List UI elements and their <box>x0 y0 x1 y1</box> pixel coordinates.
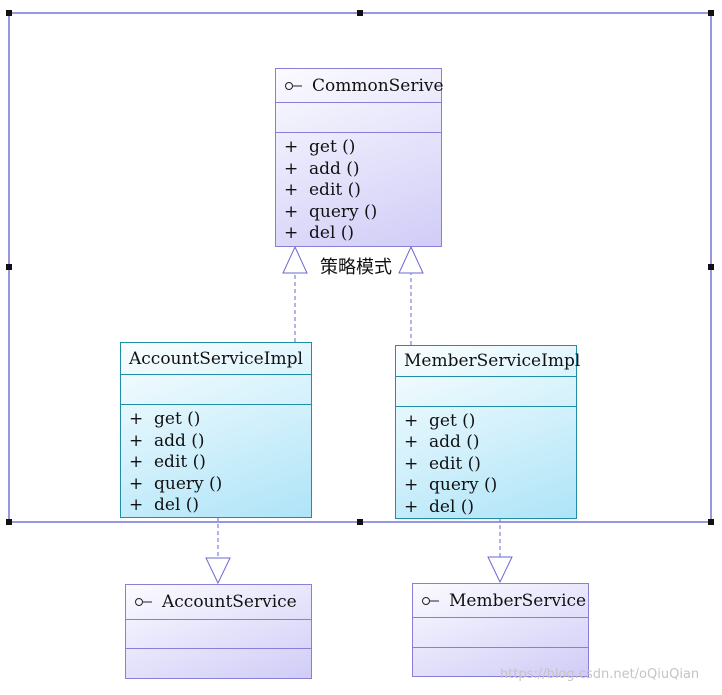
operation-get: +get () <box>129 409 201 429</box>
operation-del: +del () <box>129 495 200 515</box>
class-common-serive[interactable]: CommonSerive +get () +add () +edit () +q… <box>275 68 444 247</box>
operation-get: +get () <box>404 410 476 431</box>
class-header: AccountService <box>126 585 311 619</box>
handle-bottom-left[interactable] <box>6 519 12 525</box>
class-member-service-impl[interactable]: MemberServiceImpl +get () +add () +edit … <box>395 345 580 519</box>
watermark: https://blog.csdn.net/oQiuQian <box>500 667 700 682</box>
realization-arrow-member-to-common[interactable] <box>398 245 424 345</box>
class-name: AccountService <box>162 592 297 612</box>
realization-arrow-account-impl-to-account-service[interactable] <box>205 517 231 585</box>
operation-del: +del () <box>284 223 355 243</box>
operations-compartment: +get () +add () +edit () +query () +del … <box>121 404 311 517</box>
attributes-compartment <box>413 617 588 647</box>
operation-edit: +edit () <box>404 453 481 474</box>
operations-compartment <box>413 647 588 676</box>
operation-edit: +edit () <box>129 452 206 472</box>
handle-bottom-center[interactable] <box>357 519 363 525</box>
operation-get: +get () <box>284 137 356 157</box>
operations-compartment: +get () +add () +edit () +query () +del … <box>276 132 441 246</box>
interface-lollipop-icon <box>422 596 439 605</box>
operation-del: +del () <box>404 496 475 517</box>
handle-top-center[interactable] <box>357 10 363 16</box>
class-name: CommonSerive <box>312 75 444 96</box>
operation-query: +query () <box>404 475 498 495</box>
operation-add: +add () <box>284 158 360 179</box>
class-header: AccountServiceImpl <box>121 343 311 374</box>
interface-lollipop-icon <box>285 81 302 90</box>
class-header: MemberServiceImpl <box>396 346 580 376</box>
class-account-service[interactable]: AccountService <box>125 584 312 679</box>
operations-compartment: +get () +add () +edit () +query () +del … <box>396 405 576 519</box>
handle-middle-left[interactable] <box>6 264 12 270</box>
class-name: MemberServiceImpl <box>404 350 581 371</box>
handle-middle-right[interactable] <box>708 264 714 270</box>
class-header: MemberService <box>413 584 588 617</box>
operation-add: +add () <box>129 430 205 451</box>
operation-add: +add () <box>404 432 480 452</box>
interface-lollipop-icon <box>135 598 152 606</box>
operation-query: +query () <box>284 201 378 222</box>
class-member-service[interactable]: MemberService <box>412 583 589 677</box>
selection-handles[interactable] <box>6 10 714 525</box>
attributes-compartment <box>121 374 311 404</box>
operation-query: +query () <box>129 473 223 494</box>
handle-top-right[interactable] <box>708 10 714 16</box>
class-name: AccountServiceImpl <box>129 348 303 369</box>
attributes-compartment <box>276 102 441 132</box>
handle-top-left[interactable] <box>6 10 12 16</box>
class-name: MemberService <box>449 590 587 611</box>
operation-edit: +edit () <box>284 180 361 200</box>
attributes-compartment <box>126 619 311 648</box>
operations-compartment <box>126 648 311 678</box>
realization-arrow-member-impl-to-member-service[interactable] <box>487 518 513 584</box>
class-account-service-impl[interactable]: AccountServiceImpl +get () +add () +edit… <box>120 342 312 518</box>
attributes-compartment <box>396 375 576 406</box>
handle-bottom-right[interactable] <box>708 519 714 525</box>
class-header: CommonSerive <box>276 69 444 102</box>
realization-arrow-account-to-common[interactable] <box>282 245 308 342</box>
pattern-label: 策略模式 <box>320 257 392 278</box>
